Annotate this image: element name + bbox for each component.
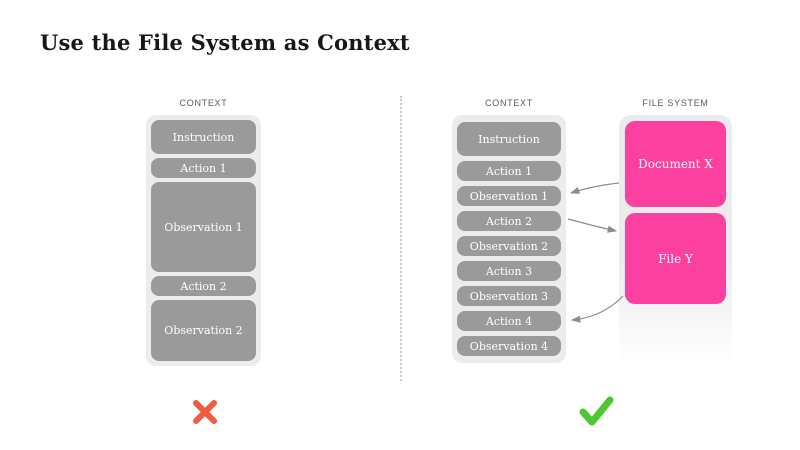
right-box-action-2: Action 2 <box>457 211 561 231</box>
right-box-observation-2: Observation 2 <box>457 236 561 256</box>
right-box-observation-1: Observation 1 <box>457 186 561 206</box>
right-box-observation-4: Observation 4 <box>457 336 561 356</box>
right-box-action-3: Action 3 <box>457 261 561 281</box>
right-box-action-4: Action 4 <box>457 311 561 331</box>
left-context-heading: CONTEXT <box>179 98 228 108</box>
vertical-dotted-divider <box>400 96 402 381</box>
right-box-instruction: Instruction <box>457 122 561 156</box>
connector-action2-to-filey <box>567 218 618 233</box>
file-system-box-document-x: Document X <box>625 121 726 207</box>
left-box-observation-1: Observation 1 <box>151 182 256 272</box>
file-system-heading: FILE SYSTEM <box>642 98 709 108</box>
cross-icon <box>193 400 217 424</box>
right-context-heading: CONTEXT <box>485 98 533 108</box>
right-context-panel: Instruction Action 1 Observation 1 Actio… <box>452 115 566 363</box>
left-box-instruction: Instruction <box>151 120 256 154</box>
connector-filey-to-action4 <box>570 295 624 323</box>
check-icon <box>579 396 614 426</box>
left-box-action-2: Action 2 <box>151 276 256 296</box>
file-system-box-file-y: File Y <box>625 213 726 304</box>
left-box-action-1: Action 1 <box>151 158 256 178</box>
connector-documentx-to-observation1 <box>569 182 620 194</box>
file-system-panel: Document X File Y <box>619 115 732 365</box>
slide-title: Use the File System as Context <box>40 30 410 55</box>
left-context-panel: Instruction Action 1 Observation 1 Actio… <box>146 115 261 366</box>
right-box-observation-3: Observation 3 <box>457 286 561 306</box>
right-box-action-1: Action 1 <box>457 161 561 181</box>
left-box-observation-2: Observation 2 <box>151 300 256 361</box>
